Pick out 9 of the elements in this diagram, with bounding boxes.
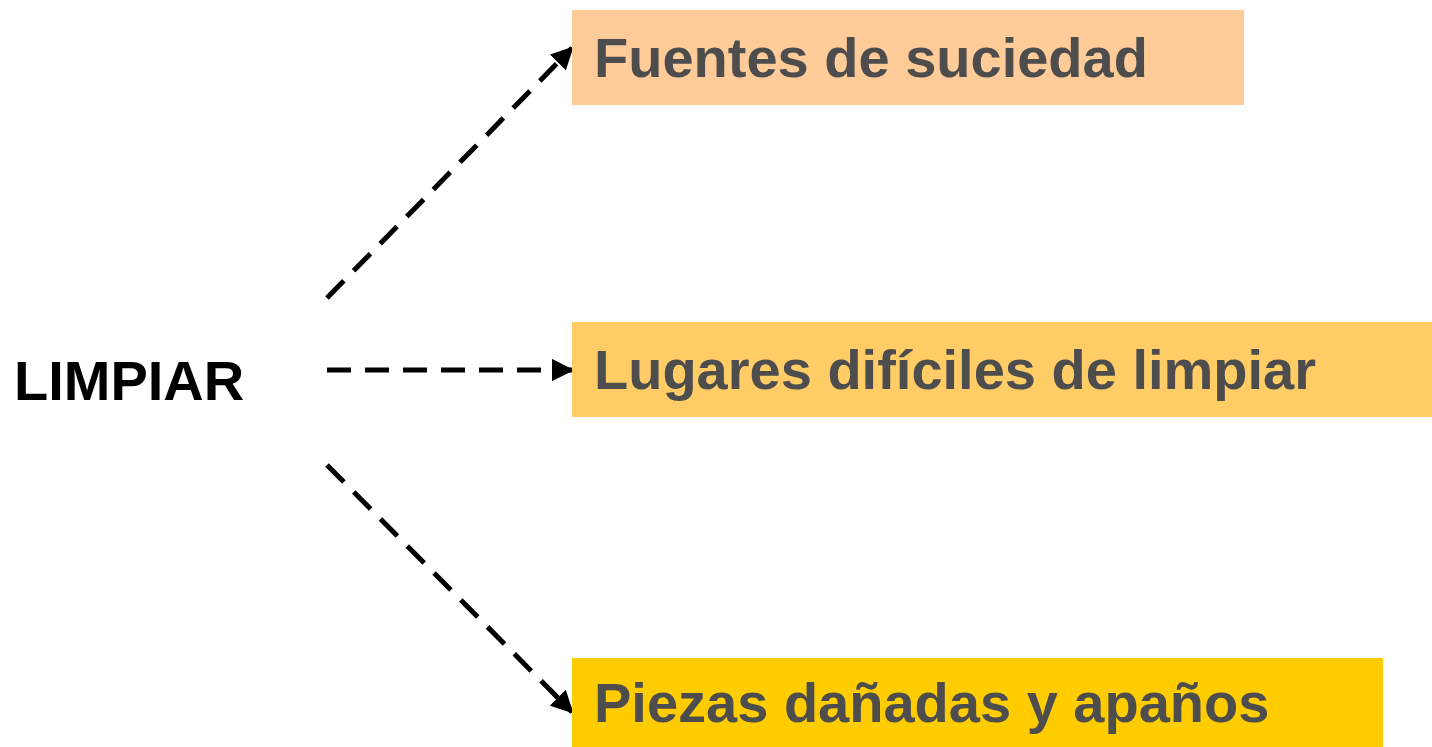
topic-label: LIMPIAR [14, 347, 245, 413]
label-box [572, 322, 1432, 417]
box-label: Fuentes de suciedad [594, 25, 1148, 90]
label-box [572, 658, 1383, 747]
label-box [572, 10, 1244, 105]
dashed-arrow [325, 463, 574, 714]
dashed-arrow [325, 46, 574, 300]
box-label: Piezas dañadas y apaños [594, 670, 1270, 735]
box-label: Lugares difíciles de limpiar [594, 337, 1316, 402]
